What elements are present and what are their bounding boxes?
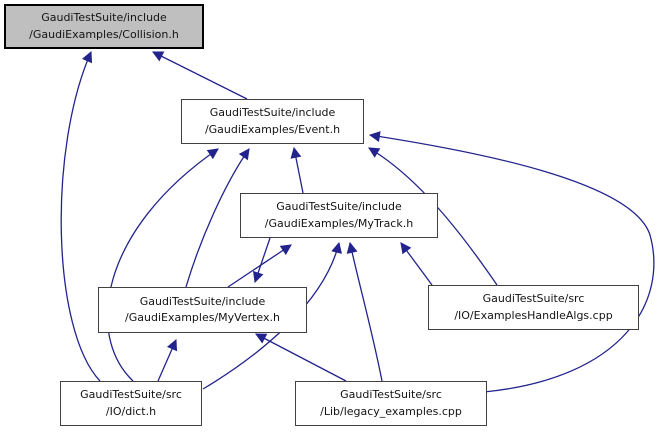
node-label-line1: GaudiTestSuite/src: [80, 388, 182, 401]
node-label-line2: /GaudiExamples/MyTrack.h: [264, 216, 414, 230]
node-exampleshandlealgs-cpp[interactable]: GaudiTestSuite/src /IO/ExamplesHandleAlg…: [428, 285, 639, 330]
node-label-line1: GaudiTestSuite/include: [276, 200, 402, 213]
node-dict-h[interactable]: GaudiTestSuite/src /IO/dict.h: [60, 381, 202, 426]
edge-mytrack-to-myvertex: [252, 237, 271, 284]
node-label-line1: GaudiTestSuite/src: [340, 388, 442, 401]
node-label-line2: /Lib/legacy_examples.cpp: [320, 404, 462, 418]
node-mytrack-h[interactable]: GaudiTestSuite/include /GaudiExamples/My…: [240, 193, 438, 238]
edge-legacy-to-myvertex: [255, 333, 347, 382]
edge-myvertex-to-event: [185, 148, 250, 288]
node-label-line2: /IO/dict.h: [105, 404, 157, 418]
node-myvertex-h[interactable]: GaudiTestSuite/include /GaudiExamples/My…: [98, 287, 307, 333]
node-label-line1: GaudiTestSuite/src: [482, 292, 585, 305]
edge-legacy-to-event: [368, 131, 655, 393]
edge-dict-to-myvertex: [157, 338, 178, 382]
edge-dict-to-event: [106, 148, 219, 382]
node-label-line2: /GaudiExamples/Event.h: [204, 122, 341, 136]
node-label-line2: /GaudiExamples/MyVertex.h: [125, 311, 280, 324]
node-collision-h: GaudiTestSuite/include /GaudiExamples/Co…: [4, 4, 204, 49]
edge-dict-to-collision: [60, 50, 101, 382]
edge-exampleshandlealgs-to-mytrack: [400, 242, 433, 286]
edge-legacy-to-mytrack: [346, 241, 383, 382]
edge-myvertex-to-mytrack: [227, 244, 292, 288]
node-label-line1: GaudiTestSuite/include: [139, 294, 266, 308]
node-label-line1: GaudiTestSuite/include: [209, 106, 336, 119]
edge-event-to-collision: [152, 51, 248, 100]
edge-mytrack-to-event: [290, 146, 304, 194]
node-event-h[interactable]: GaudiTestSuite/include /GaudiExamples/Ev…: [181, 99, 364, 144]
node-label-line2: /IO/ExamplesHandleAlgs.cpp: [454, 308, 613, 322]
node-legacy-examples-cpp[interactable]: GaudiTestSuite/src /Lib/legacy_examples.…: [295, 381, 487, 426]
node-label-line1: GaudiTestSuite/include: [41, 11, 167, 24]
node-label-line2: /GaudiExamples/Collision.h: [29, 27, 179, 41]
